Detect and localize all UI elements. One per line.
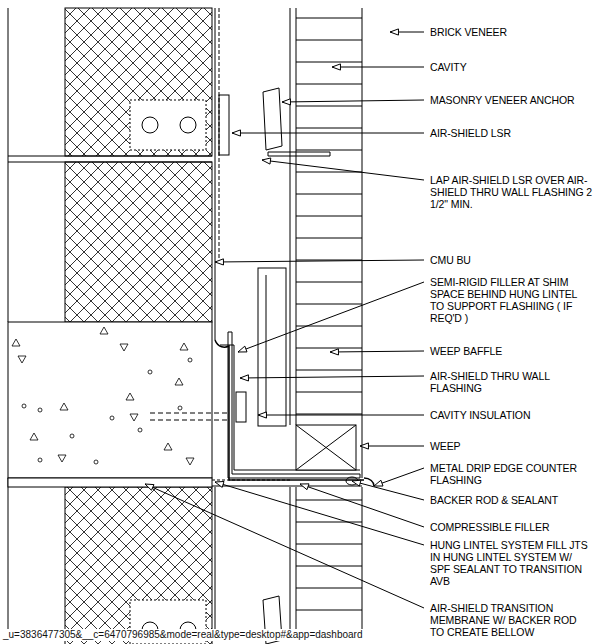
arrowhead [374, 480, 383, 486]
leader-line [145, 484, 424, 608]
leader-line [240, 376, 424, 378]
arrowhead [232, 130, 240, 136]
weep-baffle [296, 425, 356, 470]
callout-label: CMU BU [430, 254, 593, 266]
brick-course [296, 522, 362, 523]
leader-line [374, 468, 424, 486]
brick-course [296, 238, 362, 239]
leader-line [300, 484, 424, 527]
arrowhead [215, 259, 223, 265]
brick-course [296, 500, 362, 501]
brick-course [296, 304, 362, 305]
arrowhead [262, 158, 271, 164]
cavity-insulation [258, 268, 286, 426]
watermark: _u=3836477305&__c=6470796985&mode=real&t… [1, 629, 364, 641]
leader-line [332, 67, 424, 68]
callout-label: LAP AIR-SHIELD LSR OVER AIR-SHIELD THRU … [430, 174, 593, 210]
leader-line [262, 160, 424, 180]
arrowhead [282, 99, 290, 105]
callout-label: BACKER ROD & SEALANT [430, 494, 593, 506]
brick-course [296, 172, 362, 173]
arrowhead [330, 349, 338, 355]
leader-line [215, 482, 424, 545]
arrowhead [390, 29, 398, 35]
brick-course [296, 348, 362, 349]
arrowhead [145, 484, 154, 490]
brick-course [296, 370, 362, 371]
callout-label: HUNG LINTEL SYSTEM FILL JTS IN HUNG LINT… [430, 539, 593, 587]
callout-label: WEEP [430, 440, 593, 452]
callout-label: METAL DRIP EDGE COUNTER FLASHING [430, 462, 593, 486]
insulation-line [266, 275, 267, 418]
cmu-wall [8, 8, 212, 644]
leader-line [360, 446, 424, 447]
arrowhead [240, 375, 248, 381]
leader-line [258, 415, 424, 416]
arrowhead [258, 412, 266, 418]
hung-lintel [212, 332, 374, 486]
callout-label: AIR-SHIELD TRANSITION MEMBRANE W/ BACKER… [430, 602, 593, 638]
brick-course [296, 544, 362, 545]
leader-line [238, 282, 424, 352]
brick-course [296, 62, 362, 63]
brick-course [296, 392, 362, 393]
brick-course [296, 282, 362, 283]
callout-label: CAVITY INSULATION [430, 409, 593, 421]
brick-course [296, 610, 362, 611]
callout-label: BRICK VENEER [430, 26, 593, 38]
arrowhead [238, 346, 247, 352]
arrowhead [300, 484, 309, 490]
arrowhead [352, 480, 361, 486]
brick-course [296, 588, 362, 589]
arrowhead [360, 443, 368, 449]
arrowhead [332, 64, 340, 70]
callout-label: AIR-SHIELD THRU WALL FLASHING [430, 370, 593, 394]
brick-course [296, 414, 362, 415]
leader-line [215, 260, 424, 262]
brick-course [296, 216, 362, 217]
callout-label: WEEP BAFFLE [430, 345, 593, 357]
brick-course [296, 150, 362, 151]
veneer-anchor [219, 88, 330, 156]
brick-course [296, 194, 362, 195]
brick-course [296, 84, 362, 85]
air-shield-lsr [215, 487, 216, 640]
callout-label: MASONRY VENEER ANCHOR [430, 94, 593, 106]
concrete-lintel [8, 322, 228, 487]
callout-label: COMPRESSIBLE FILLER [430, 521, 593, 533]
brick-course [296, 40, 362, 41]
brick-course [296, 106, 362, 107]
arrowhead [215, 481, 224, 487]
leader-line [232, 133, 424, 134]
air-shield-lsr [215, 8, 216, 340]
callout-label: SEMI-RIGID FILLER AT SHIM SPACE BEHIND H… [430, 276, 593, 324]
callout-label: CAVITY [430, 61, 593, 73]
leader-line [330, 351, 424, 352]
brick-veneer [290, 8, 362, 640]
leader-line [352, 481, 424, 500]
leader-line [282, 100, 424, 102]
brick-course [296, 18, 362, 19]
callout-label: AIR-SHIELD LSR [430, 127, 593, 139]
brick-course [296, 128, 362, 129]
